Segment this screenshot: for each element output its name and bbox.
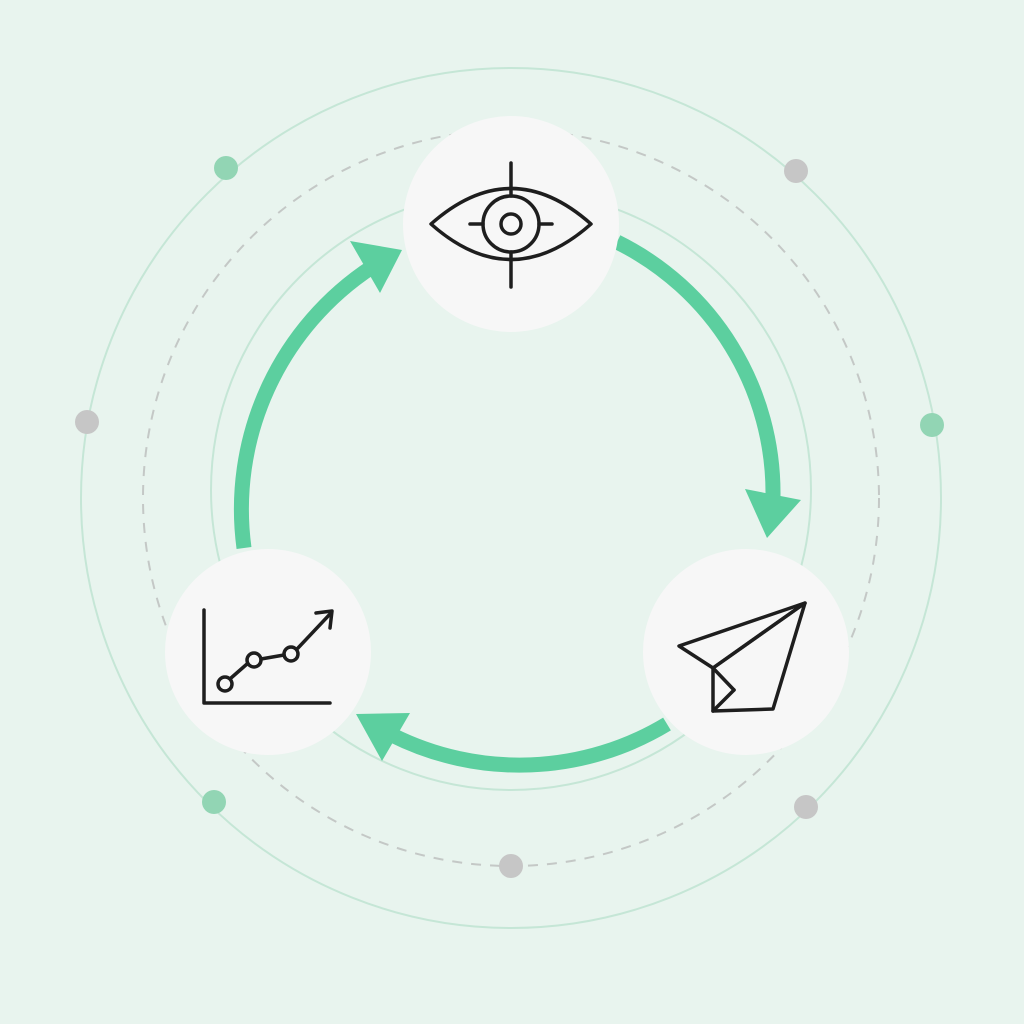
decor-dot <box>794 795 818 819</box>
decor-dot <box>202 790 226 814</box>
outer-ring <box>80 67 942 929</box>
eye-target-icon <box>429 161 593 289</box>
flow-arrows <box>233 235 801 773</box>
flow-arc-analyze-to-observe <box>233 260 377 549</box>
node-analyze <box>165 549 371 755</box>
arrowhead-to-analyze <box>356 713 410 761</box>
decor-dots <box>75 156 944 878</box>
node-analyze-circle <box>165 549 371 755</box>
decor-dot <box>920 413 944 437</box>
decor-dot <box>75 410 99 434</box>
paper-plane-icon <box>677 601 807 713</box>
node-observe-circle <box>403 116 619 332</box>
flow-arc-send-to-analyze <box>388 717 671 773</box>
node-send-circle <box>643 549 849 755</box>
flow-arc-observe-to-send <box>613 235 781 497</box>
decor-dot <box>784 159 808 183</box>
node-send <box>643 549 849 755</box>
growth-chart-icon <box>202 608 334 705</box>
decor-dot <box>499 854 523 878</box>
arrowhead-to-send <box>745 489 801 538</box>
arrowhead-to-observe <box>350 241 402 293</box>
node-observe <box>403 116 619 332</box>
decor-dot <box>214 156 238 180</box>
